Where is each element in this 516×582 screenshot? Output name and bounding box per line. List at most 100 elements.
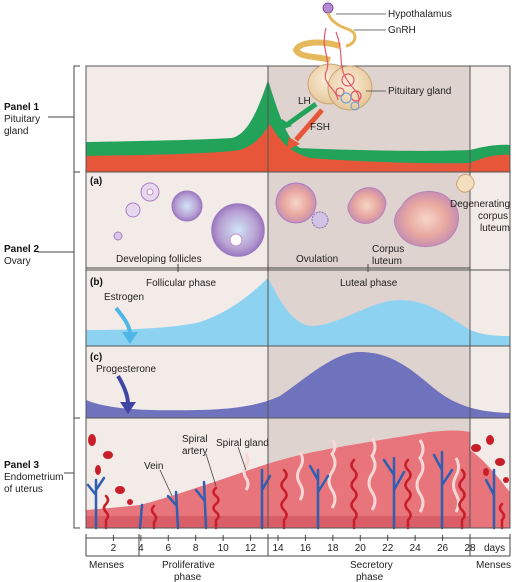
- axis-tick-label: 12: [245, 543, 257, 554]
- panel3-bracket: [73, 417, 80, 529]
- panel-borders: [85, 65, 511, 529]
- estrogen-arrowhead: [122, 332, 138, 344]
- progesterone-arrowhead: [120, 402, 136, 414]
- axis-tick-label: 8: [193, 543, 199, 554]
- pituitary-capillaries: [323, 27, 362, 105]
- lh-curve: [86, 80, 510, 172]
- phase-bar: [86, 264, 470, 272]
- fsh-arrow: [294, 108, 324, 142]
- spiral-artery-label-1: Spiral: [182, 434, 208, 445]
- corpus-luteum-large: [394, 190, 459, 248]
- degenerating-label-3: luteum: [480, 223, 510, 234]
- vein: [308, 464, 330, 530]
- endometrium-layer: [86, 430, 510, 530]
- proliferative-label-1: Proliferative: [162, 560, 215, 571]
- degenerating-corpus-luteum: [456, 173, 475, 193]
- corpus-luteum-label-2: luteum: [372, 256, 402, 267]
- secretory-label-1: Secretory: [350, 560, 393, 571]
- fsh-arrowhead: [287, 137, 300, 150]
- progesterone-label: Progesterone: [96, 364, 156, 375]
- section-a-label: (a): [90, 176, 102, 187]
- panel3-subtitle-1: Endometrium: [4, 472, 63, 483]
- ovulation-structure: [275, 182, 329, 229]
- lh-arrowhead: [278, 119, 292, 131]
- panel1-subtitle-2: gland: [4, 126, 28, 137]
- developing-follicles-label: Developing follicles: [116, 254, 202, 265]
- panel-brackets: [38, 65, 80, 529]
- axis-tick-label: 4: [138, 543, 144, 554]
- axis-unit-label: days: [484, 543, 505, 554]
- vein: [86, 476, 106, 530]
- spiral-artery-leader: [205, 453, 217, 487]
- spiral-artery: [498, 502, 506, 530]
- pituitary-gland-label: Pituitary gland: [388, 86, 451, 97]
- spiral-artery: [150, 504, 158, 530]
- vein: [382, 456, 406, 530]
- spiral-artery: [458, 468, 466, 530]
- spiral-gland-leader: [237, 446, 247, 471]
- vein: [138, 503, 144, 530]
- pituitary-stalk: [292, 39, 341, 63]
- lh-label: LH: [298, 96, 311, 107]
- vein-label: Vein: [144, 461, 163, 472]
- panel2-bracket: [73, 171, 80, 419]
- axis-tick-label: 2: [111, 543, 117, 554]
- panel1-title: Panel 1: [4, 102, 39, 113]
- estrogen-label: Estrogen: [104, 292, 144, 303]
- progesterone-arrow: [116, 374, 130, 405]
- text-labels: Hypothalamus GnRH Pituitary gland LH FSH…: [4, 9, 511, 582]
- luteal-phase-label: Luteal phase: [340, 278, 398, 289]
- ovulation-label: Ovulation: [296, 254, 338, 265]
- axis-tick-label: 18: [327, 543, 339, 554]
- vein: [260, 468, 272, 530]
- spiral-gland: [452, 457, 460, 513]
- proliferative-label-2: phase: [174, 572, 202, 582]
- follicle: [125, 202, 141, 218]
- panel3-title: Panel 3: [4, 460, 39, 471]
- follicle: [113, 231, 123, 241]
- vein: [194, 480, 208, 530]
- portal-stalk: [326, 12, 357, 48]
- degenerating-label-2: corpus: [478, 211, 508, 222]
- ruptured-follicle: [275, 182, 317, 224]
- menses-start-label: Menses: [89, 560, 124, 571]
- follicle-oocyte: [229, 233, 243, 247]
- section-c-label: (c): [90, 352, 102, 363]
- fsh-curve: [86, 124, 510, 172]
- menses-end-label: Menses: [476, 560, 511, 571]
- panel3-subtitle-2: of uterus: [4, 484, 43, 495]
- axis-tick-label: 14: [272, 543, 284, 554]
- spiral-artery: [280, 468, 288, 530]
- degenerating-label-1: Degenerating: [450, 199, 510, 210]
- panel2-subtitle: Ovary: [4, 256, 31, 267]
- hormone-arrows: [114, 306, 138, 414]
- endometrium-leaders: [159, 446, 247, 497]
- corpus-luteum-structures: [347, 173, 475, 248]
- pituitary-hormone-curves: [86, 80, 510, 172]
- estrogen-curve: [86, 278, 510, 346]
- pituitary-cells: [340, 92, 360, 111]
- endometrium-base: [86, 516, 470, 528]
- corpus-luteum-label-1: Corpus: [372, 244, 404, 255]
- gnrh-label: GnRH: [388, 25, 416, 36]
- panel1-subtitle-1: Pituitary: [4, 114, 40, 125]
- hypothalamus-label: Hypothalamus: [388, 9, 452, 20]
- spiral-gland: [327, 438, 337, 509]
- panel1-bracket: [73, 65, 80, 173]
- panel2-title: Panel 2: [4, 244, 39, 255]
- spiral-artery: [212, 486, 220, 530]
- axis-tick-label: 20: [355, 543, 367, 554]
- ovary-follicles: [113, 182, 265, 257]
- axis-tick-label: 16: [300, 543, 312, 554]
- spiral-gland-label: Spiral gland: [216, 438, 269, 449]
- section-b-label: (b): [90, 277, 103, 288]
- fsh-label: FSH: [310, 122, 330, 133]
- follicular-phase-label: Follicular phase: [146, 278, 216, 289]
- axis-tick-label: 26: [437, 543, 449, 554]
- axis-tick-label: 24: [410, 543, 422, 554]
- follicle-oocyte: [146, 188, 154, 196]
- spiral-gland: [415, 439, 425, 513]
- anterior-pituitary: [327, 65, 373, 111]
- spiral-artery-label-2: artery: [182, 446, 208, 457]
- veins: [86, 450, 496, 530]
